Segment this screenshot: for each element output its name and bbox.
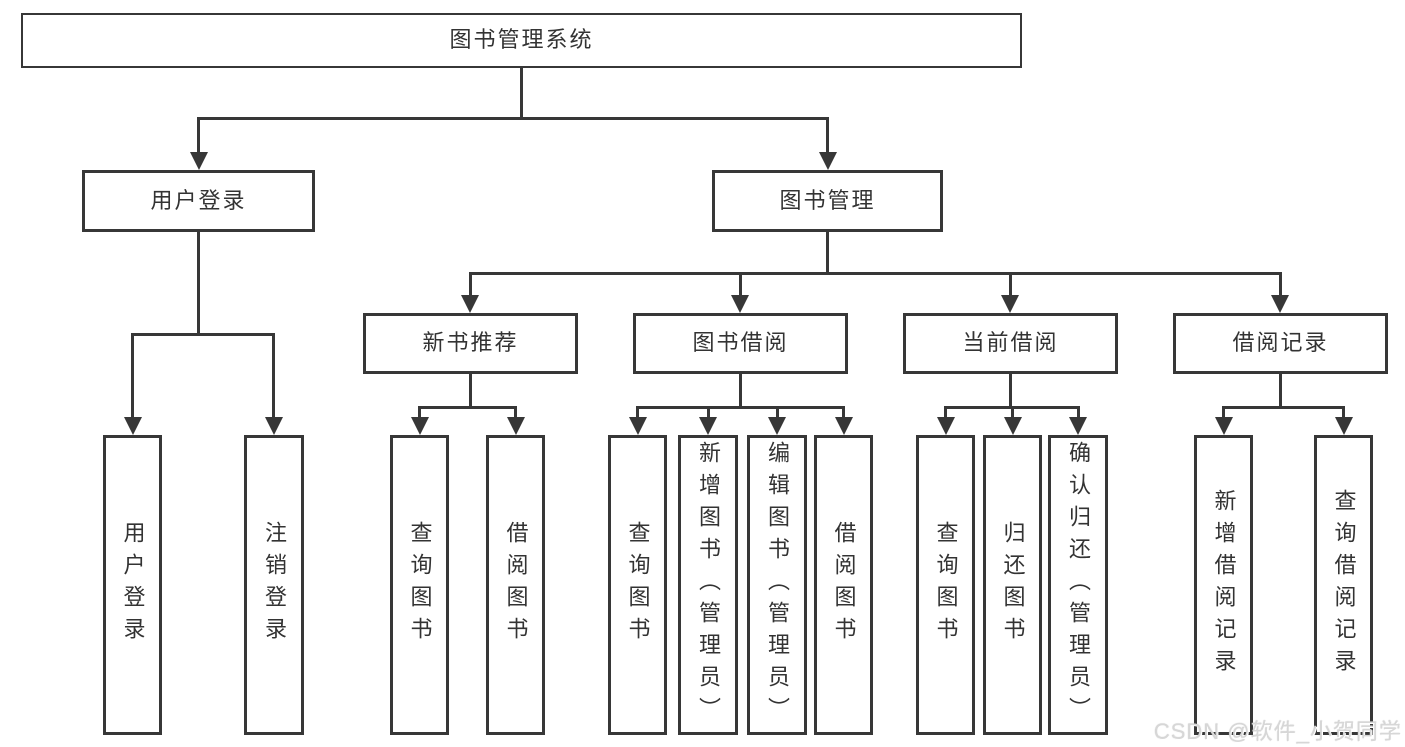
arrowhead-book-mgmt — [819, 152, 837, 170]
connector-drop-d1 — [944, 406, 947, 420]
connector-drop-e2 — [1342, 406, 1345, 420]
arrowhead-b2 — [507, 417, 525, 435]
leaf-borrow-books: 借阅图书 — [814, 435, 873, 735]
arrowhead-d2 — [1004, 417, 1022, 435]
leaf-query-books-borrow: 查询图书 — [608, 435, 667, 735]
arrowhead-c3 — [768, 417, 786, 435]
node-new-book-recommend: 新书推荐 — [363, 313, 578, 374]
connector-new-book-stem — [469, 373, 472, 408]
connector-level3-bar — [469, 272, 1282, 275]
connector-user-login-bar — [131, 333, 275, 336]
connector-borrow-record-stem — [1279, 373, 1282, 408]
arrowhead-user-login — [190, 152, 208, 170]
connector-drop-book-borrow — [739, 272, 742, 298]
leaf-add-borrow-record: 新增借阅记录 — [1194, 435, 1253, 735]
connector-drop-b2 — [514, 406, 517, 420]
leaf-borrow-books-newbook: 借阅图书 — [486, 435, 545, 735]
connector-new-book-bar — [418, 406, 517, 409]
connector-borrow-record-bar — [1222, 406, 1345, 409]
connector-drop-d3 — [1077, 406, 1080, 420]
leaf-edit-book-admin: 编辑图书（管理员） — [747, 435, 807, 735]
connector-drop-e1 — [1222, 406, 1225, 420]
node-borrow-records: 借阅记录 — [1173, 313, 1388, 374]
node-library-system: 图书管理系统 — [21, 13, 1022, 68]
leaf-query-borrow-record: 查询借阅记录 — [1314, 435, 1373, 735]
connector-drop-c1 — [636, 406, 639, 420]
arrowhead-borrow-record — [1271, 295, 1289, 313]
connector-drop-b1 — [418, 406, 421, 420]
node-current-borrowing: 当前借阅 — [903, 313, 1118, 374]
connector-level2-bar — [197, 117, 829, 120]
connector-user-login-stem — [197, 231, 200, 335]
arrowhead-c1 — [629, 417, 647, 435]
node-book-management: 图书管理 — [712, 170, 943, 232]
arrowhead-new-book — [461, 295, 479, 313]
arrowhead-e1 — [1215, 417, 1233, 435]
connector-drop-logout-leaf — [272, 333, 275, 420]
arrowhead-book-borrow — [731, 295, 749, 313]
connector-book-borrow-bar — [636, 406, 845, 409]
leaf-query-books-current: 查询图书 — [916, 435, 975, 735]
connector-drop-borrow-record — [1279, 272, 1282, 298]
connector-current-borrow-stem — [1009, 373, 1012, 408]
leaf-add-book-admin: 新增图书（管理员） — [678, 435, 738, 735]
leaf-confirm-return-admin: 确认归还（管理员） — [1048, 435, 1108, 735]
connector-drop-d2 — [1011, 406, 1014, 420]
connector-drop-user-login — [197, 117, 200, 155]
connector-drop-login-leaf — [131, 333, 134, 420]
leaf-user-login: 用户登录 — [103, 435, 162, 735]
connector-book-borrow-stem — [739, 373, 742, 408]
arrowhead-login-leaf — [124, 417, 142, 435]
arrowhead-c4 — [835, 417, 853, 435]
connector-book-mgmt-stem — [826, 231, 829, 274]
arrowhead-b1 — [411, 417, 429, 435]
arrowhead-logout-leaf — [265, 417, 283, 435]
connector-drop-current-borrow — [1009, 272, 1012, 298]
connector-drop-new-book — [469, 272, 472, 298]
connector-drop-book-mgmt — [826, 117, 829, 155]
connector-drop-c3 — [776, 406, 779, 420]
connector-drop-c4 — [842, 406, 845, 420]
node-user-login: 用户登录 — [82, 170, 315, 232]
connector-root-stem — [520, 68, 523, 119]
arrowhead-d3 — [1069, 417, 1087, 435]
arrowhead-d1 — [937, 417, 955, 435]
arrowhead-e2 — [1335, 417, 1353, 435]
arrowhead-current-borrow — [1001, 295, 1019, 313]
leaf-logout: 注销登录 — [244, 435, 304, 735]
connector-drop-c2 — [707, 406, 710, 420]
leaf-query-books-newbook: 查询图书 — [390, 435, 449, 735]
leaf-return-book: 归还图书 — [983, 435, 1042, 735]
arrowhead-c2 — [699, 417, 717, 435]
node-book-borrowing: 图书借阅 — [633, 313, 848, 374]
